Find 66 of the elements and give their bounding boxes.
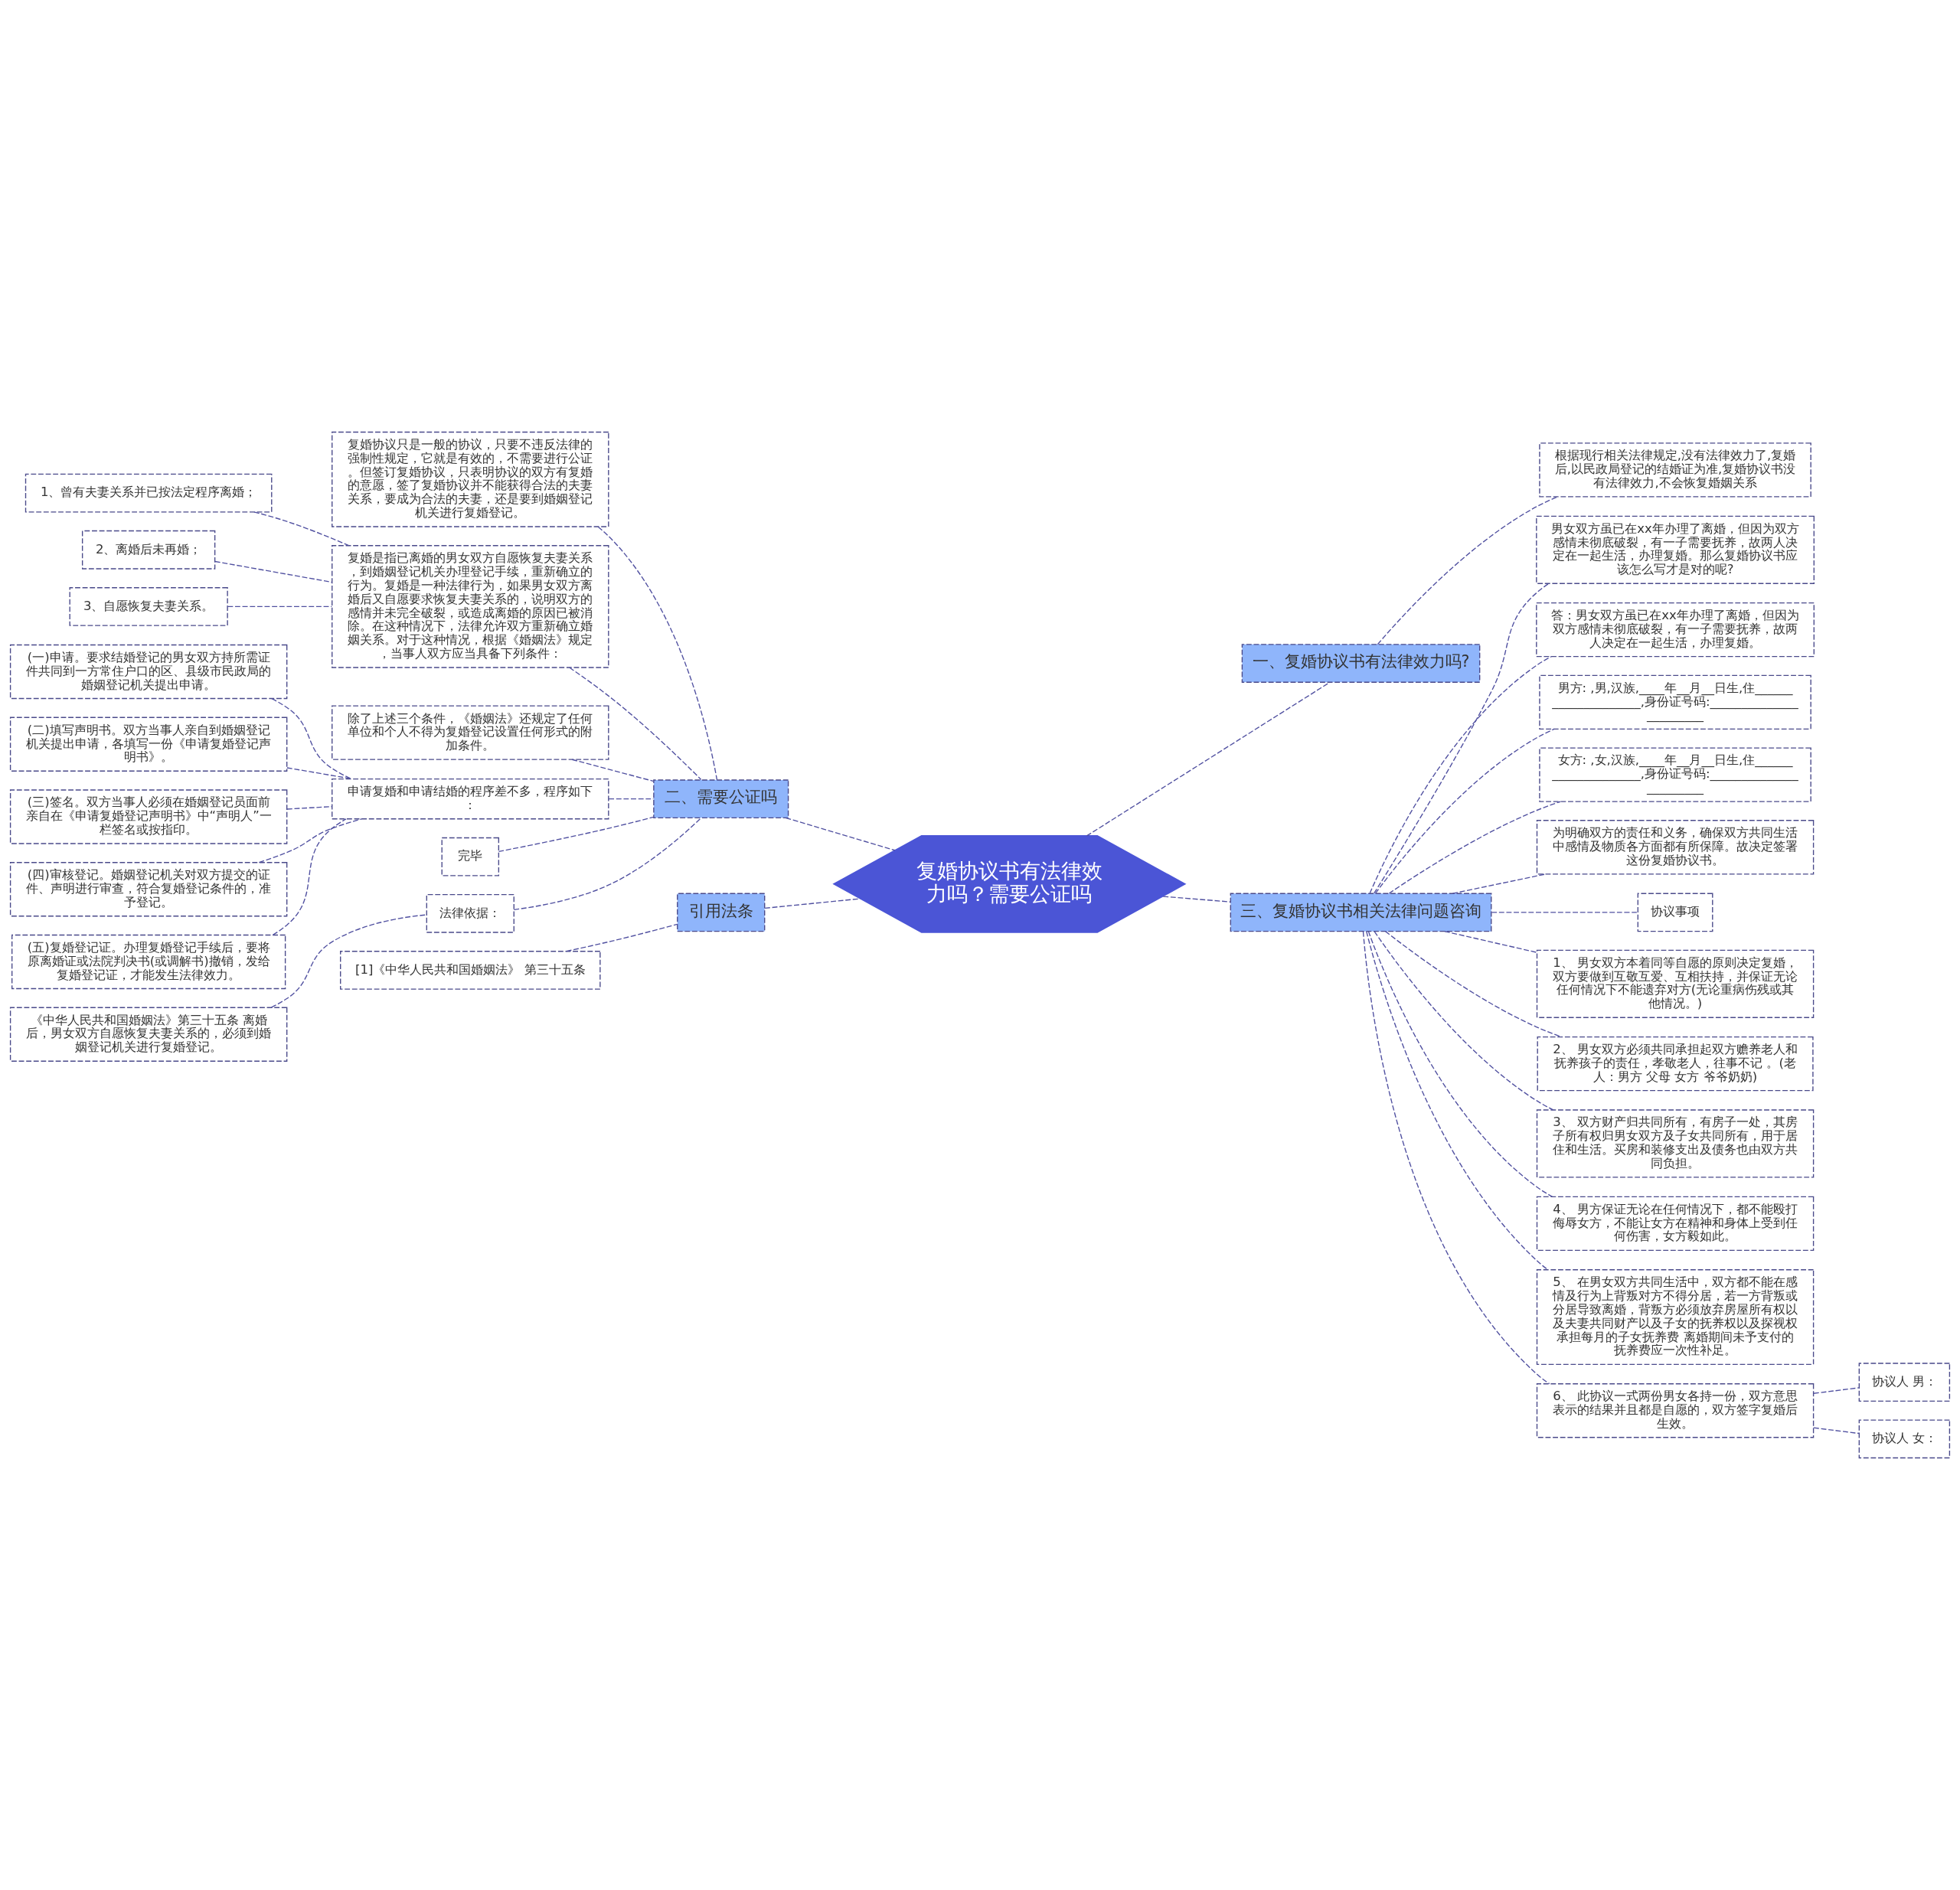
node-box: 男女双方虽已在xx年办理了离婚，但因为双方感情未彻底破裂，有一子需要抚养，故两人决定在一起生活，办理复婚。那么复婚协议书应该怎么写才是对的呢? [1536,515,1815,584]
node-box: 引用法条 [677,893,766,932]
node-box: 协议人 女： [1858,1419,1951,1459]
connector [1384,931,1563,1038]
node-box: 一、复婚协议书有法律效力吗? [1241,644,1481,683]
connector [1444,931,1538,953]
connector [270,914,427,1008]
node-box: 男方: ,男,汉族,____年__月__日生,住____________________,身份证号码:_______________________ [1539,674,1811,730]
node-box: 协议人 男： [1858,1363,1951,1402]
node-box: 完毕 [441,837,500,876]
node-box: (五)复婚登记证。办理复婚登记手续后，要将原离婚证或法院判决书(或调解书)撤销，发给复婚登记证，才能发生法律效力。 [11,934,286,990]
connector [1813,1427,1860,1435]
node-box: 3、自愿恢复夫妻关系。 [69,587,228,626]
node-box: 1、 男女双方本着同等自愿的原则决定复婚，双方要做到互敬互爱、互相扶持，并保证无论任何情况下不能遗弃对方(无论重病伤残或其他情况。) [1536,949,1815,1018]
connector [1491,912,1638,913]
node-box: 二、需要公证吗 [653,779,789,819]
connector [286,806,333,810]
connector [1366,931,1548,1271]
node-box: 2、离婚后未再婚； [81,530,216,570]
node-box: 4、 男方保证无论在任何情况下，都不能殴打侮辱女方，不能让女方在精神和身体上受到任何伤害，女方毅如此。 [1536,1196,1815,1252]
connector [513,818,702,911]
node-box: 三、复婚协议书相关法律问题咨询 [1230,893,1492,932]
node-box: 根据现行相关法律规定,没有法律效力了,复婚后,以民政局登记的结婚证为准,复婚协议书没有法律效力,不会恢复婚姻关系 [1539,442,1811,498]
connector [286,767,353,780]
node-box: 《中华人民共和国婚姻法》第三十五条 离婚后，男女双方自愿恢复夫妻关系的，必须到婚姻登记机关进行复婚登记。 [9,1007,288,1062]
node-box: (二)填写声明书。双方当事人亲自到婚姻登记机关提出申请，各填写一份《申请复婚登记声明书》。 [9,717,288,772]
connector [1162,896,1231,903]
connector [1367,931,1553,1197]
node-box: 3、 双方财产归共同所有，有房子一处，其房子所有权归男女双方及子女共同所有，用于居住和生活。买房和装修支出及债务也由双方共同负担。 [1536,1109,1815,1178]
connector [214,560,333,583]
node-box: 5、 在男女双方共同生活中，双方都不能在感情及行为上背叛对方不得分居，若一方背叛或分居导致离婚，背叛方必须放弃房屋所有权以及夫妻共同财产以及子女的抚养权以及探视权承担每月的子女抚养费 离婚期间未予支付的抚养费应一次性补足。 [1536,1269,1815,1365]
node-box: 除了上述三个条件，《婚姻法》还规定了任何单位和个人不得为复婚登记设置任何形式的附加条件。 [332,705,609,760]
node-box: 复婚协议只是一般的协议，只要不违反法律的强制性规定，它就是有效的，不需要进行公证。但签订复婚协议，只表明协议的双方有复婚的意愿，签了复婚协议并不能获得合法的夫妻关系，要成为合法的夫妻，还是要到婚姻登记机关进行复婚登记。 [332,431,609,527]
connector [569,667,702,781]
connector [272,818,347,935]
node-box: 复婚是指已离婚的男女双方自愿恢复夫妻关系，到婚姻登记机关办理登记手续，重新确立的行为。复婚是一种法律行为，如果男女双方离婚后又自愿要求恢复夫妻关系的，说明双方的感情并未完全破裂，或造成离婚的原因已被消除。在这种情况下，法律允许双方重新确立婚姻关系。对于这种情况，根据《婚姻法》规定，当事人双方应当具备下列条件： [332,545,609,668]
connector [1086,681,1331,837]
node-box: (三)签名。双方当事人必须在婚姻登记员面前亲自在《申请复婚登记声明书》中“声明人”一栏签名或按指印。 [9,789,288,844]
node-box: 1、曾有夫妻关系并已按法定程序离婚； [24,473,273,513]
connector [271,697,352,780]
connector [1374,931,1554,1111]
connector [1362,931,1550,1385]
node-box: (四)审核登记。婚姻登记机关对双方提交的证件、声明进行审查，符合复婚登记条件的，准予登记。 [9,862,288,917]
connector [785,817,896,851]
connector [1452,873,1547,894]
connector [1377,496,1559,645]
connector [764,898,861,909]
connector [566,923,678,952]
node-box: 协议事项 [1637,893,1713,932]
connector [253,511,350,547]
connector [1374,583,1550,894]
node-box: 答：男女双方虽已在xx年办理了离婚，但因为双方感情未彻底破裂，有一子需要抚养，故两人决定在一起生活，办理复婚。 [1536,602,1815,658]
node-box: 申请复婚和申请结婚的程序差不多，程序如下： [332,778,609,820]
node-box: 2、 男女双方必须共同承担起双方赡养老人和抚养孩子的责任，孝敬老人，往事不记 。(老人：男方 父母 女方 爷爷奶奶) [1537,1036,1814,1092]
node-box: 6、 此协议一式两份男女各持一份，双方意思表示的结果并且都是自愿的，双方签字复婚后生效。 [1536,1383,1815,1438]
connector [1813,1387,1860,1394]
node-box: 为明确双方的责任和义务，确保双方共同生活中感情及物质各方面都有所保障。故决定签署这份复婚协议书。 [1536,820,1815,875]
connector [227,606,332,608]
connector [498,816,655,853]
node-box: [1]《中华人民共和国婚姻法》 第三十五条 [340,951,601,990]
connector [597,526,718,781]
node-box: 法律依据： [426,893,514,933]
node-box: (一)申请。要求结婚登记的男女双方持所需证件共同到一方常住户口的区、县级市民政局的婚姻登记机关提出申请。 [9,644,288,700]
connector [1374,728,1555,894]
node-box: 女方: ,女,汉族,____年__月__日生,住____________________,身份证号码:_______________________ [1539,747,1811,802]
connector [1369,656,1552,894]
